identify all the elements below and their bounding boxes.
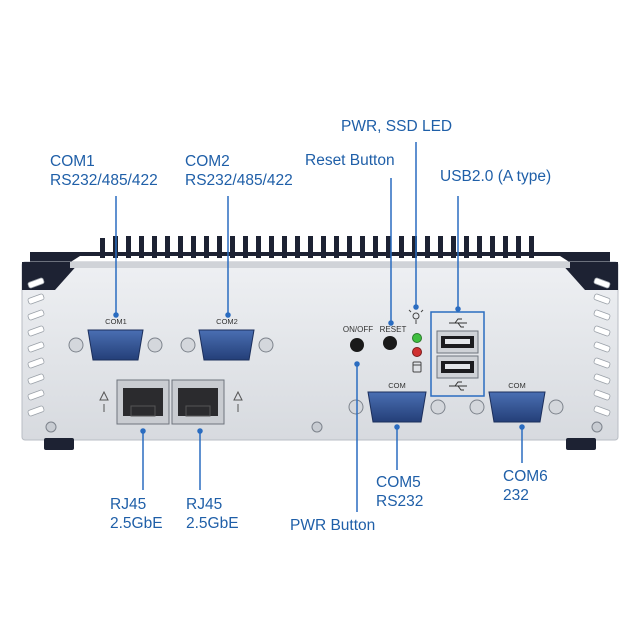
- callout-com1: COM1 RS232/485/422: [50, 152, 158, 190]
- com1-connector: [68, 329, 163, 361]
- chassis-top: [30, 252, 610, 272]
- network-icon: [99, 390, 109, 412]
- callout-rj45-2-title: RJ45: [186, 496, 223, 513]
- com2-connector: [180, 329, 274, 361]
- ground-icon: [233, 390, 243, 412]
- left-vents: [27, 277, 45, 417]
- callout-com2-desc: RS232/485/422: [185, 172, 293, 189]
- callout-rj45-2: RJ45 2.5GbE: [186, 495, 239, 533]
- callout-com5: COM5 RS232: [376, 473, 423, 511]
- callout-usb-text: USB2.0 (A type): [440, 168, 552, 185]
- disk-icon: [412, 361, 422, 373]
- callout-com1-title: COM1: [50, 153, 95, 170]
- power-button[interactable]: [350, 338, 364, 352]
- callout-com1-desc: RS232/485/422: [50, 172, 158, 189]
- callout-com5-desc: RS232: [376, 493, 424, 510]
- callout-com2-title: COM2: [185, 153, 230, 170]
- panel-screws: [45, 421, 603, 433]
- com6-connector: [469, 391, 564, 423]
- led-icon: [408, 309, 424, 324]
- rj45-port-1: [116, 379, 170, 425]
- usb-port-1: [436, 330, 479, 354]
- leader-lines: [113, 142, 525, 512]
- usb-highlight-box: [430, 311, 485, 397]
- callout-com6: COM6 232: [503, 467, 548, 505]
- callout-reset: Reset Button: [305, 151, 395, 170]
- callout-rj45-1-desc: 2.5GbE: [110, 515, 163, 532]
- callout-pwr-button: PWR Button: [290, 516, 375, 535]
- silk-com2: COM2: [216, 317, 238, 326]
- usb-icon: [449, 318, 467, 328]
- silk-com6: COM: [508, 381, 526, 390]
- com5-connector: [348, 391, 446, 423]
- ssd-led: [412, 347, 422, 357]
- usb-icon: [449, 381, 467, 391]
- callout-com6-title: COM6: [503, 468, 548, 485]
- silk-com5: COM: [388, 381, 406, 390]
- left-foot: [44, 438, 74, 450]
- silk-onoff: ON/OFF: [343, 325, 373, 334]
- callout-com2: COM2 RS232/485/422: [185, 152, 293, 190]
- callout-com5-title: COM5: [376, 474, 421, 491]
- reset-button[interactable]: [383, 336, 397, 350]
- callout-pwr-button-text: PWR Button: [290, 517, 376, 534]
- heatsink-fins: [100, 236, 534, 258]
- callout-pwr-ssd-led: PWR, SSD LED: [341, 117, 452, 136]
- callout-rj45-2-desc: 2.5GbE: [186, 515, 239, 532]
- silk-reset: RESET: [380, 325, 407, 334]
- right-foot: [566, 438, 596, 450]
- callout-rj45-1-title: RJ45: [110, 496, 147, 513]
- right-vents: [593, 277, 611, 417]
- usb-port-2: [436, 355, 479, 379]
- callout-usb: USB2.0 (A type): [440, 167, 551, 186]
- callout-com6-desc: 232: [503, 487, 529, 504]
- callout-reset-text: Reset Button: [305, 152, 395, 169]
- callout-rj45-1: RJ45 2.5GbE: [110, 495, 163, 533]
- callout-pwr-ssd-led-text: PWR, SSD LED: [341, 118, 453, 135]
- silk-com1: COM1: [105, 317, 127, 326]
- pwr-led: [412, 333, 422, 343]
- rj45-port-2: [171, 379, 225, 425]
